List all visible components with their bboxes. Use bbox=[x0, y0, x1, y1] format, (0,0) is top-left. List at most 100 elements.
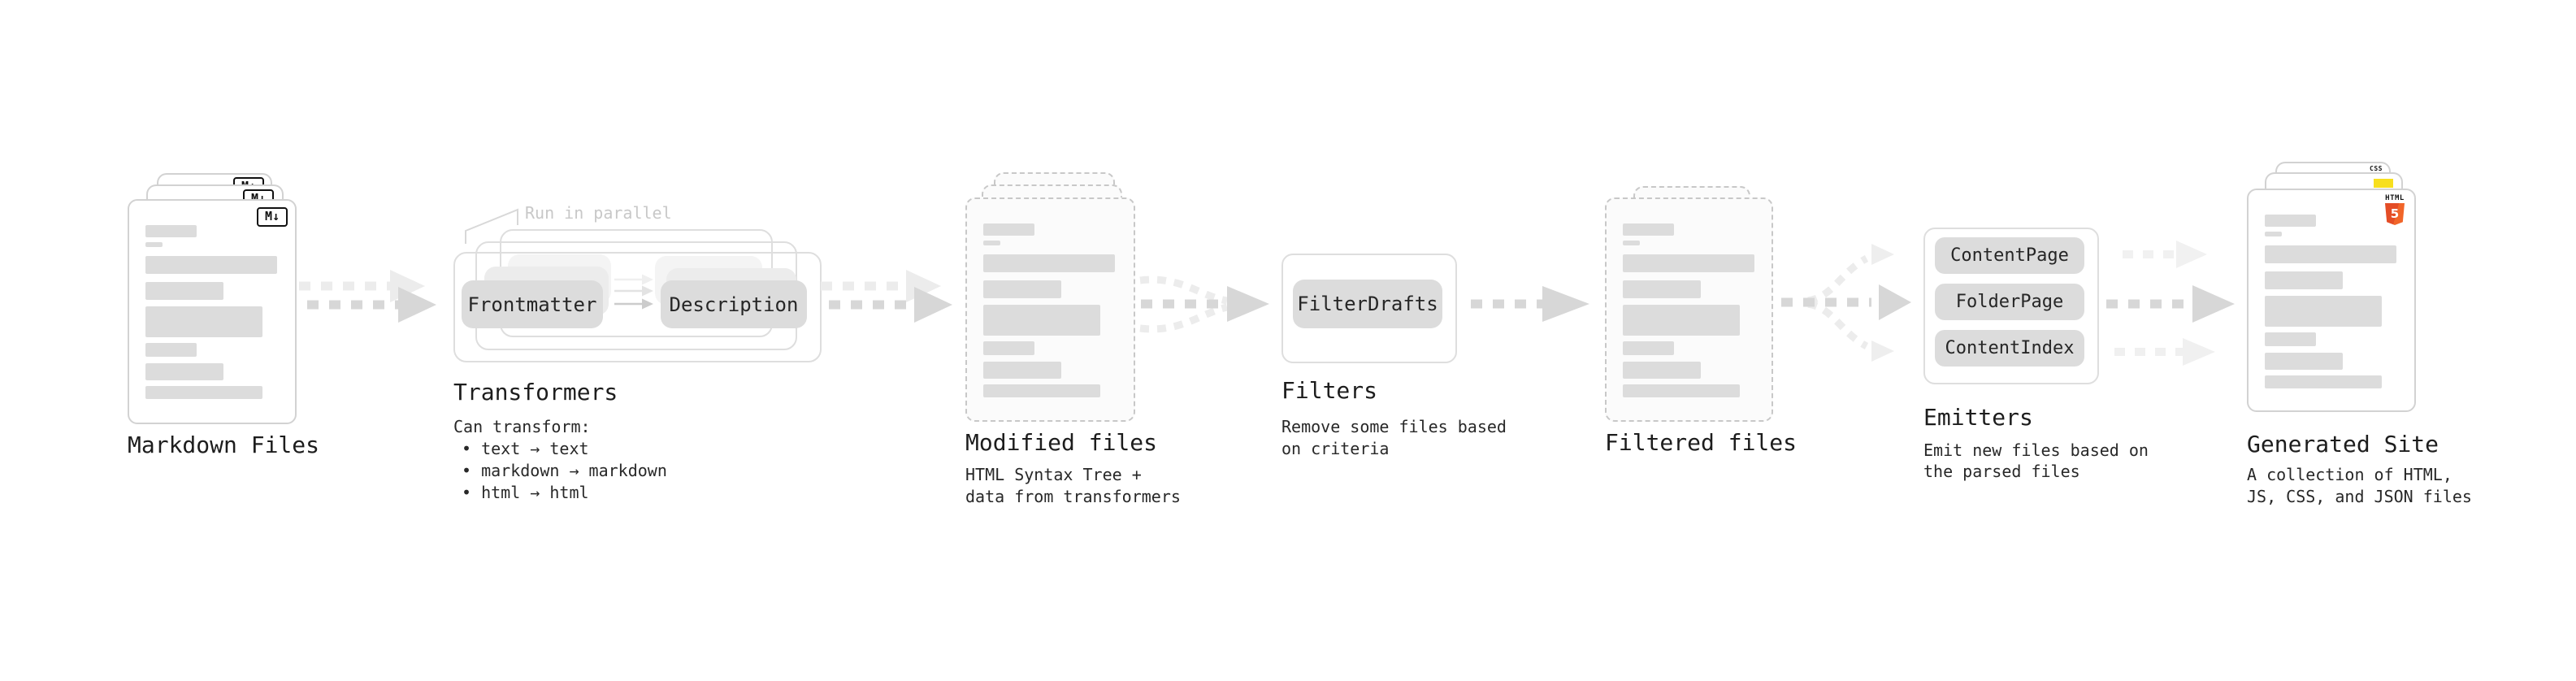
mini-arrow-head bbox=[642, 298, 653, 310]
doc-line-bar bbox=[145, 306, 262, 337]
doc-line-bar bbox=[1623, 305, 1740, 336]
modified-files-subtext: HTML Syntax Tree + data from transformer… bbox=[965, 464, 1181, 508]
doc-line-bar bbox=[145, 386, 262, 399]
filters-sub-line: Remove some files based bbox=[1281, 417, 1507, 436]
modified-files-sub-line: HTML Syntax Tree + bbox=[965, 465, 1142, 484]
doc-line-bar bbox=[145, 282, 223, 300]
arrow-filters-to-filtered bbox=[1471, 286, 1589, 322]
doc-line-bar bbox=[2265, 332, 2316, 346]
doc-line-bar bbox=[145, 256, 277, 274]
doc-line-bar bbox=[2265, 353, 2343, 370]
doc-line-bar bbox=[1623, 341, 1674, 355]
transformer-mini-arrows bbox=[614, 274, 653, 310]
doc-line-bar bbox=[1623, 362, 1701, 379]
doc-line-bar bbox=[983, 280, 1061, 298]
arrow-head-faint bbox=[2183, 338, 2215, 366]
doc-line-bar bbox=[145, 225, 197, 237]
filters-container bbox=[1281, 254, 1457, 363]
doc-line-bar bbox=[983, 384, 1100, 397]
html5-icon: HTML 5 bbox=[2383, 194, 2406, 225]
doc-line-bar bbox=[983, 223, 1034, 236]
doc-line-bar bbox=[145, 242, 163, 247]
emitters-subtext: Emit new files based on the parsed files bbox=[1923, 440, 2149, 482]
doc-line-bar bbox=[1623, 280, 1701, 298]
contentpage-box: ContentPage bbox=[1935, 237, 2084, 274]
doc-line-bar bbox=[1623, 241, 1640, 245]
modified-files-sub-line: data from transformers bbox=[965, 487, 1181, 506]
filtered-file-card-front bbox=[1605, 197, 1773, 422]
filtered-files-title: Filtered files bbox=[1605, 429, 1798, 456]
run-in-parallel-label: Run in parallel bbox=[525, 203, 672, 223]
arrow-head bbox=[1227, 286, 1269, 322]
doc-line-bar bbox=[2265, 215, 2316, 227]
arrow-head-light bbox=[1871, 340, 1894, 362]
doc-line-bar bbox=[2265, 232, 2282, 236]
arrow-head bbox=[398, 287, 436, 323]
doc-line-bar bbox=[1623, 223, 1674, 236]
doc-line-bar bbox=[983, 362, 1061, 379]
generated-file-card-front: HTML 5 bbox=[2247, 189, 2416, 412]
transformers-bullet: • html → html bbox=[462, 483, 589, 502]
emitters-container bbox=[1923, 228, 2099, 384]
doc-line-bar bbox=[983, 305, 1100, 336]
arrow-head bbox=[2192, 285, 2235, 323]
markdown-file-card-front: M↓ bbox=[128, 199, 297, 424]
frontmatter-box: Frontmatter bbox=[462, 280, 603, 328]
markdown-icon: M↓ bbox=[257, 207, 288, 227]
modified-files-title: Modified files bbox=[965, 429, 1158, 456]
doc-line-bar bbox=[983, 241, 1000, 245]
transformer-layer-front bbox=[453, 252, 822, 362]
doc-line-bar bbox=[145, 343, 197, 357]
generated-site-title: Generated Site bbox=[2247, 431, 2439, 458]
description-box: Description bbox=[661, 280, 807, 328]
transformers-bullet: • markdown → markdown bbox=[462, 461, 667, 480]
arrow-head bbox=[1542, 286, 1589, 322]
filters-subtext: Remove some files based on criteria bbox=[1281, 416, 1507, 460]
generated-site-sub-line: A collection of HTML, bbox=[2247, 465, 2452, 484]
run-in-parallel-callout-line bbox=[465, 208, 518, 244]
html5-shield: 5 bbox=[2385, 203, 2405, 225]
arrow-head bbox=[1879, 284, 1911, 320]
doc-line-bar bbox=[1623, 384, 1740, 397]
html5-word: HTML bbox=[2385, 194, 2405, 202]
doc-line-bar bbox=[145, 363, 223, 380]
doc-line-bar bbox=[983, 254, 1115, 272]
arrow-head-light bbox=[1871, 244, 1894, 265]
doc-line-bar bbox=[2265, 375, 2382, 388]
emitters-sub-line: Emit new files based on bbox=[1923, 440, 2149, 460]
emitters-sub-line: the parsed files bbox=[1923, 462, 2080, 481]
arrow-head-faint bbox=[2176, 241, 2207, 268]
css-badge-text: CSS bbox=[2370, 165, 2383, 172]
arrow-transformers-to-modified bbox=[821, 270, 952, 323]
doc-line-bar bbox=[2265, 271, 2343, 289]
doc-line-bar bbox=[2265, 245, 2396, 263]
merge-curve-bottom bbox=[1139, 303, 1229, 333]
arrows-emitters-to-generated bbox=[2106, 241, 2235, 366]
split-curve-top bbox=[1807, 255, 1869, 305]
filters-sub-line: on criteria bbox=[1281, 439, 1390, 458]
transformers-title: Transformers bbox=[453, 379, 618, 406]
generated-site-sub-line: JS, CSS, and JSON files bbox=[2247, 487, 2472, 506]
emitters-title: Emitters bbox=[1923, 404, 2033, 431]
doc-line-bar bbox=[2265, 296, 2382, 327]
generated-site-subtext: A collection of HTML, JS, CSS, and JSON … bbox=[2247, 464, 2472, 508]
html5-number: 5 bbox=[2390, 206, 2400, 221]
arrow-filtered-to-emitters-split bbox=[1781, 244, 1911, 362]
mini-arrow-head bbox=[642, 274, 653, 285]
contentindex-box: ContentIndex bbox=[1935, 330, 2084, 367]
arrow-head bbox=[914, 287, 952, 323]
transformers-bullet: • text → text bbox=[462, 439, 589, 458]
transformers-subtext: Can transform: • text → text • markdown … bbox=[453, 416, 667, 504]
transformers-sub-heading: Can transform: bbox=[453, 417, 591, 436]
js-icon bbox=[2374, 179, 2393, 188]
arrow-modified-to-filters-merge bbox=[1139, 275, 1269, 333]
markdown-files-title: Markdown Files bbox=[128, 432, 320, 458]
callout-path bbox=[465, 208, 518, 244]
split-curve-bottom bbox=[1807, 300, 1869, 349]
arrow-markdown-to-transformers bbox=[299, 270, 436, 323]
mini-arrow-head bbox=[642, 285, 653, 297]
folderpage-box: FolderPage bbox=[1935, 284, 2084, 320]
modified-file-card-front bbox=[965, 197, 1135, 422]
filters-title: Filters bbox=[1281, 377, 1378, 404]
